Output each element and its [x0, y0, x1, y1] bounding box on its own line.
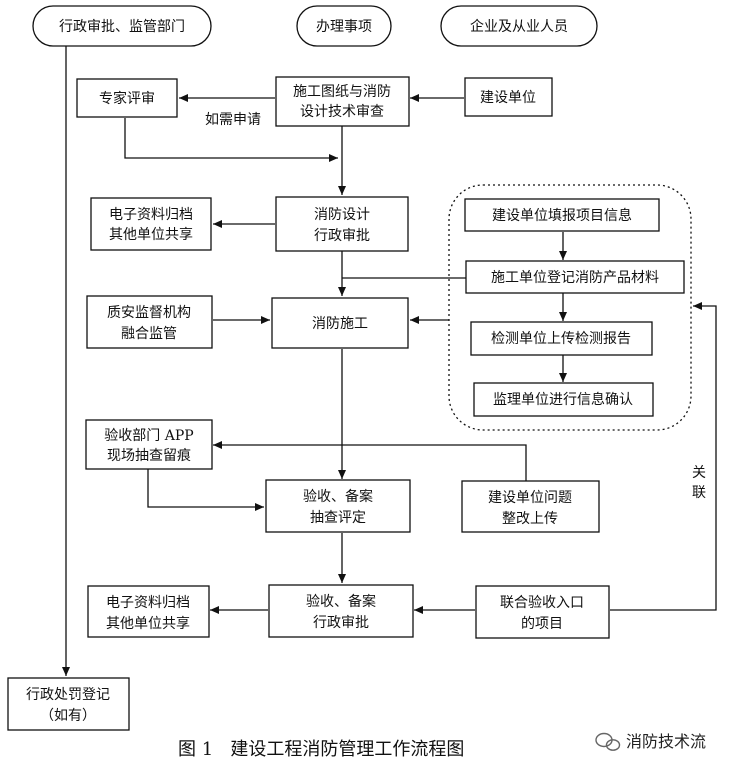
quality-supervision-line-1: 质安监督机构 [107, 305, 191, 321]
drawing-review-line-1: 施工图纸与消防 [293, 84, 391, 100]
header-admin-label: 行政审批、监管部门 [59, 19, 185, 35]
related-label-backdrop [688, 462, 710, 510]
archive-2-box: 电子资料归档 其他单位共享 [87, 585, 210, 638]
material-register-box: 施工单位登记消防产品材料 [465, 260, 685, 294]
construction-unit-box: 建设单位 [464, 77, 553, 117]
header-enterprise-label: 企业及从业人员 [470, 18, 568, 35]
acceptance-check-line-1: 验收、备案 [303, 488, 373, 505]
supervision-confirm-label: 监理单位进行信息确认 [493, 391, 633, 408]
related-label-2: 联 [692, 485, 706, 501]
expert-return-arrow [124, 118, 338, 162]
penalty-line-2: （如有） [40, 708, 96, 724]
header-enterprise-oval: 企业及从业人员 [440, 5, 598, 47]
supervision-confirm-box: 监理单位进行信息确认 [473, 382, 654, 417]
joint-acceptance-box: 联合验收入口 的项目 [475, 585, 610, 639]
acceptance-check-box: 验收、备案 抽查评定 [265, 479, 411, 533]
archive-2-line-2: 其他单位共享 [106, 615, 190, 632]
acceptance-approval-box: 验收、备案 行政审批 [268, 584, 414, 638]
app-to-acceptance-arrow [147, 469, 264, 511]
acceptance-check-line-2: 抽查评定 [310, 510, 366, 526]
expert-review-label: 专家评审 [99, 90, 155, 107]
header-items-label: 办理事项 [316, 19, 372, 35]
rectify-box: 建设单位问题 整改上传 [461, 480, 600, 533]
penalty-line-1: 行政处罚登记 [26, 687, 110, 703]
wechat-watermark: 消防技术流 [595, 732, 706, 751]
archive-1-line-2: 其他单位共享 [109, 226, 193, 243]
related-label-1: 关 [692, 465, 706, 481]
drawing-review-line-2: 设计技术审查 [300, 104, 384, 120]
rectify-line-2: 整改上传 [502, 511, 558, 527]
if-needed-label: 如需申请 [205, 112, 261, 128]
header-items-oval: 办理事项 [296, 5, 392, 47]
archive-2-line-1: 电子资料归档 [106, 594, 190, 611]
related-loop-arrow [610, 302, 717, 611]
archive-1-box: 电子资料归档 其他单位共享 [90, 197, 212, 251]
fire-design-approval-line-1: 消防设计 [314, 207, 370, 223]
header-admin-oval: 行政审批、监管部门 [32, 5, 212, 47]
expert-review-box: 专家评审 [76, 78, 178, 118]
fire-design-approval-line-2: 行政审批 [314, 228, 370, 244]
material-register-label: 施工单位登记消防产品材料 [491, 270, 659, 286]
rectify-to-app-arrow [213, 441, 527, 481]
fire-construction-label: 消防施工 [312, 316, 368, 332]
app-check-line-2: 现场抽查留痕 [107, 448, 191, 464]
info-fill-label: 建设单位填报项目信息 [492, 207, 632, 224]
joint-acceptance-line-2: 的项目 [521, 616, 563, 632]
quality-supervision-line-2: 融合监管 [121, 326, 177, 342]
drawing-review-box: 施工图纸与消防 设计技术审查 [275, 76, 410, 127]
watermark-label: 消防技术流 [626, 732, 706, 751]
figure-caption: 图 1 建设工程消防管理工作流程图 [178, 739, 464, 760]
rectify-line-1: 建设单位问题 [488, 490, 572, 506]
joint-acceptance-line-1: 联合验收入口 [500, 595, 584, 611]
construction-unit-label: 建设单位 [480, 90, 536, 106]
app-check-line-1: 验收部门 APP [104, 428, 193, 444]
app-check-box: 验收部门 APP 现场抽查留痕 [85, 419, 213, 470]
fire-construction-box: 消防施工 [271, 297, 409, 349]
wechat-icon [595, 732, 621, 751]
acceptance-approval-line-2: 行政审批 [313, 615, 369, 631]
penalty-box: 行政处罚登记 （如有） [7, 677, 130, 731]
test-report-box: 检测单位上传检测报告 [470, 321, 653, 356]
fire-design-approval-box: 消防设计 行政审批 [275, 196, 409, 252]
acceptance-approval-line-1: 验收、备案 [306, 593, 376, 610]
quality-supervision-box: 质安监督机构 融合监管 [86, 295, 213, 349]
platform-group-boundary [448, 184, 692, 431]
archive-1-line-1: 电子资料归档 [109, 206, 193, 223]
info-fill-box: 建设单位填报项目信息 [464, 198, 660, 232]
test-report-label: 检测单位上传检测报告 [491, 331, 631, 347]
